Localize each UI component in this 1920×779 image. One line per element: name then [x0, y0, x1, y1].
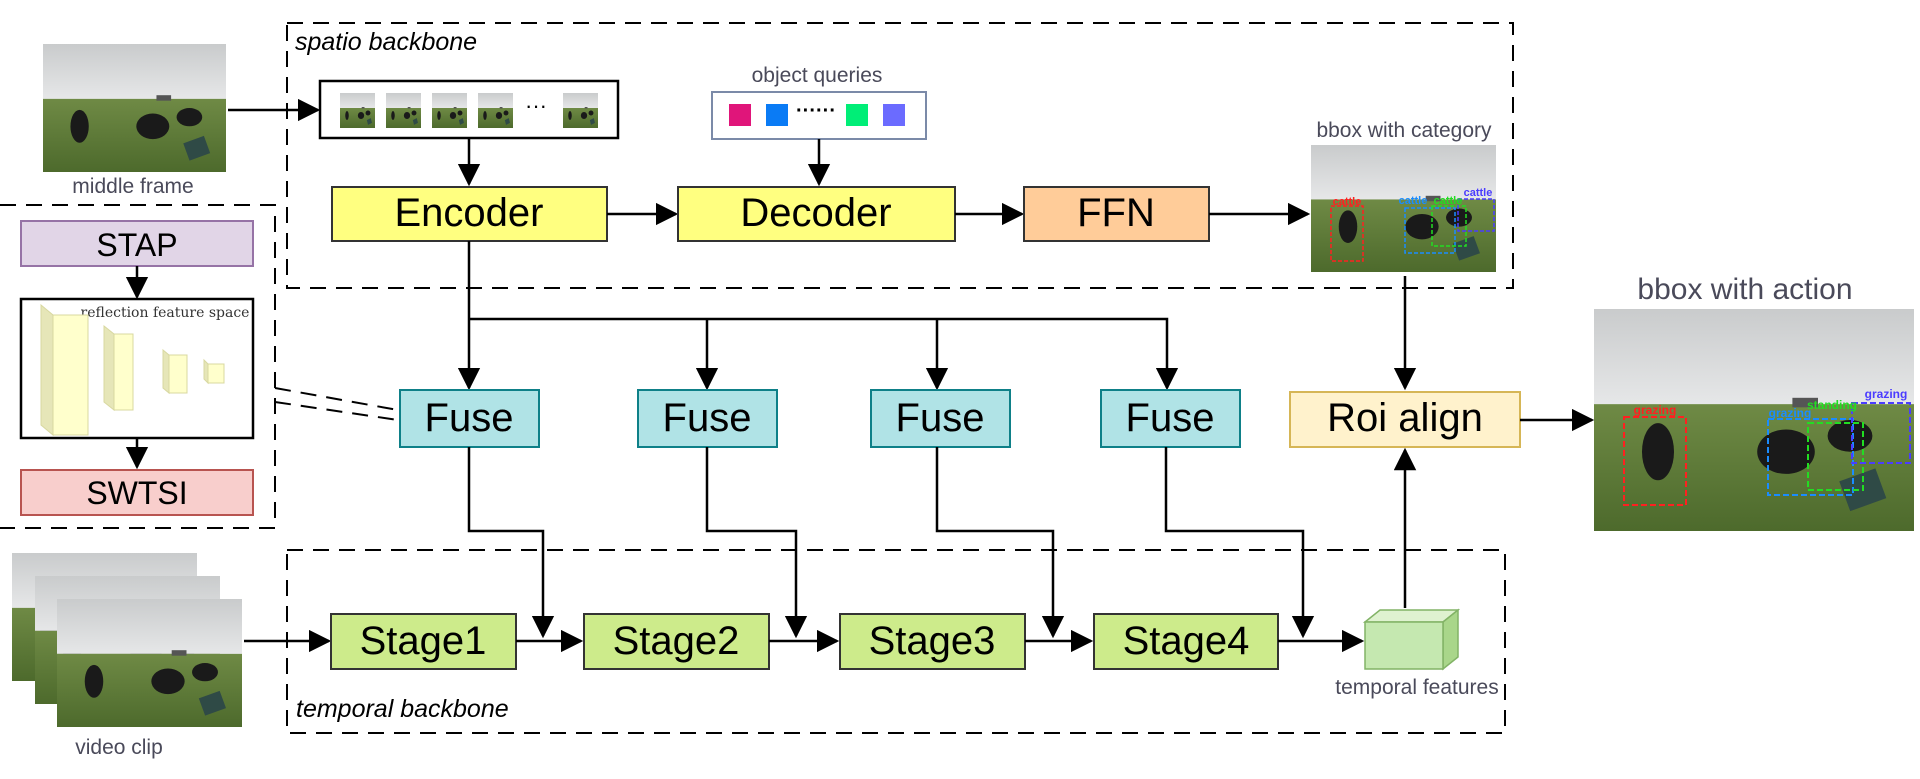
stage-label: Stage1: [360, 619, 487, 663]
query-dots: ······: [796, 100, 836, 122]
stage4-block: [1093, 613, 1279, 670]
spatio-backbone-region: [286, 22, 1514, 289]
query-token: [846, 104, 868, 126]
stap-block: [20, 220, 254, 267]
action-tag: grazing: [1634, 403, 1677, 417]
category-tag: cattle: [1399, 195, 1428, 207]
feature-pyramid: [40, 303, 225, 437]
swtsi-label: SWTSI: [86, 475, 187, 511]
middle-frame-image: [43, 44, 226, 172]
object-queries-label: object queries: [752, 64, 883, 87]
category-tag: cattle: [1333, 196, 1362, 208]
stage1-block: [330, 613, 517, 670]
stage2-block: [583, 613, 770, 670]
module-detail-region: [0, 204, 276, 529]
swtsi-block: [20, 469, 254, 516]
fuse-block-2: [637, 389, 778, 448]
bbox-category-label: bbox with category: [1316, 119, 1492, 142]
fuse-block-3: [870, 389, 1011, 448]
zoom-line-bottom: [274, 401, 399, 421]
action-tag: standing: [1807, 398, 1857, 412]
ffn-label: FFN: [1077, 191, 1155, 235]
stage-label: Stage3: [869, 619, 996, 663]
bbox-action-image: [1594, 309, 1914, 531]
bbox-category-image: [1311, 145, 1496, 272]
stage-label: Stage2: [613, 619, 740, 663]
roi-align-block: [1289, 391, 1521, 448]
middle-frame-label: middle frame: [72, 175, 193, 198]
stage-label: Stage4: [1123, 619, 1250, 663]
fuse-block-1: [399, 389, 540, 448]
fuse-label: Fuse: [663, 396, 752, 440]
category-tag: cattle: [1434, 195, 1463, 207]
arrow-encoder-to-fuse4: [469, 317, 1179, 391]
action-tag: grazing: [1769, 406, 1812, 420]
arrow-fuse4-to-stage: [1164, 447, 1315, 639]
spatio-backbone-label: spatio backbone: [295, 28, 477, 56]
bbox-action-label: bbox with action: [1637, 273, 1852, 306]
temporal-backbone-label: temporal backbone: [296, 695, 509, 723]
roi-align-label: Roi align: [1327, 396, 1483, 440]
video-clip-frames: [12, 553, 242, 727]
temporal-features-cube: [1362, 608, 1461, 671]
zoom-line-top: [274, 387, 399, 411]
stage3-block: [839, 613, 1026, 670]
patch-ellipsis: ···: [525, 93, 547, 118]
category-tag: cattle: [1464, 187, 1493, 199]
fuse-block-4: [1100, 389, 1241, 448]
arrow-fuse2-to-stage: [705, 447, 808, 639]
decoder-block: [677, 186, 956, 242]
query-token: [766, 104, 788, 126]
stap-label: STAP: [96, 227, 177, 263]
action-tag: grazing: [1865, 387, 1908, 401]
fuse-label: Fuse: [896, 396, 985, 440]
arrow-fuse3-to-stage: [935, 447, 1065, 639]
query-token: [883, 104, 905, 126]
fuse-label: Fuse: [425, 396, 514, 440]
encoder-label: Encoder: [395, 191, 544, 235]
fuse-label: Fuse: [1126, 396, 1215, 440]
reflection-feature-space-label: reflection feature space: [81, 305, 250, 321]
query-token: [729, 104, 751, 126]
temporal-features-label: temporal features: [1335, 676, 1498, 699]
video-clip-label: video clip: [75, 736, 163, 759]
decoder-label: Decoder: [740, 191, 891, 235]
arrow-fuse1-to-stage: [467, 447, 555, 639]
